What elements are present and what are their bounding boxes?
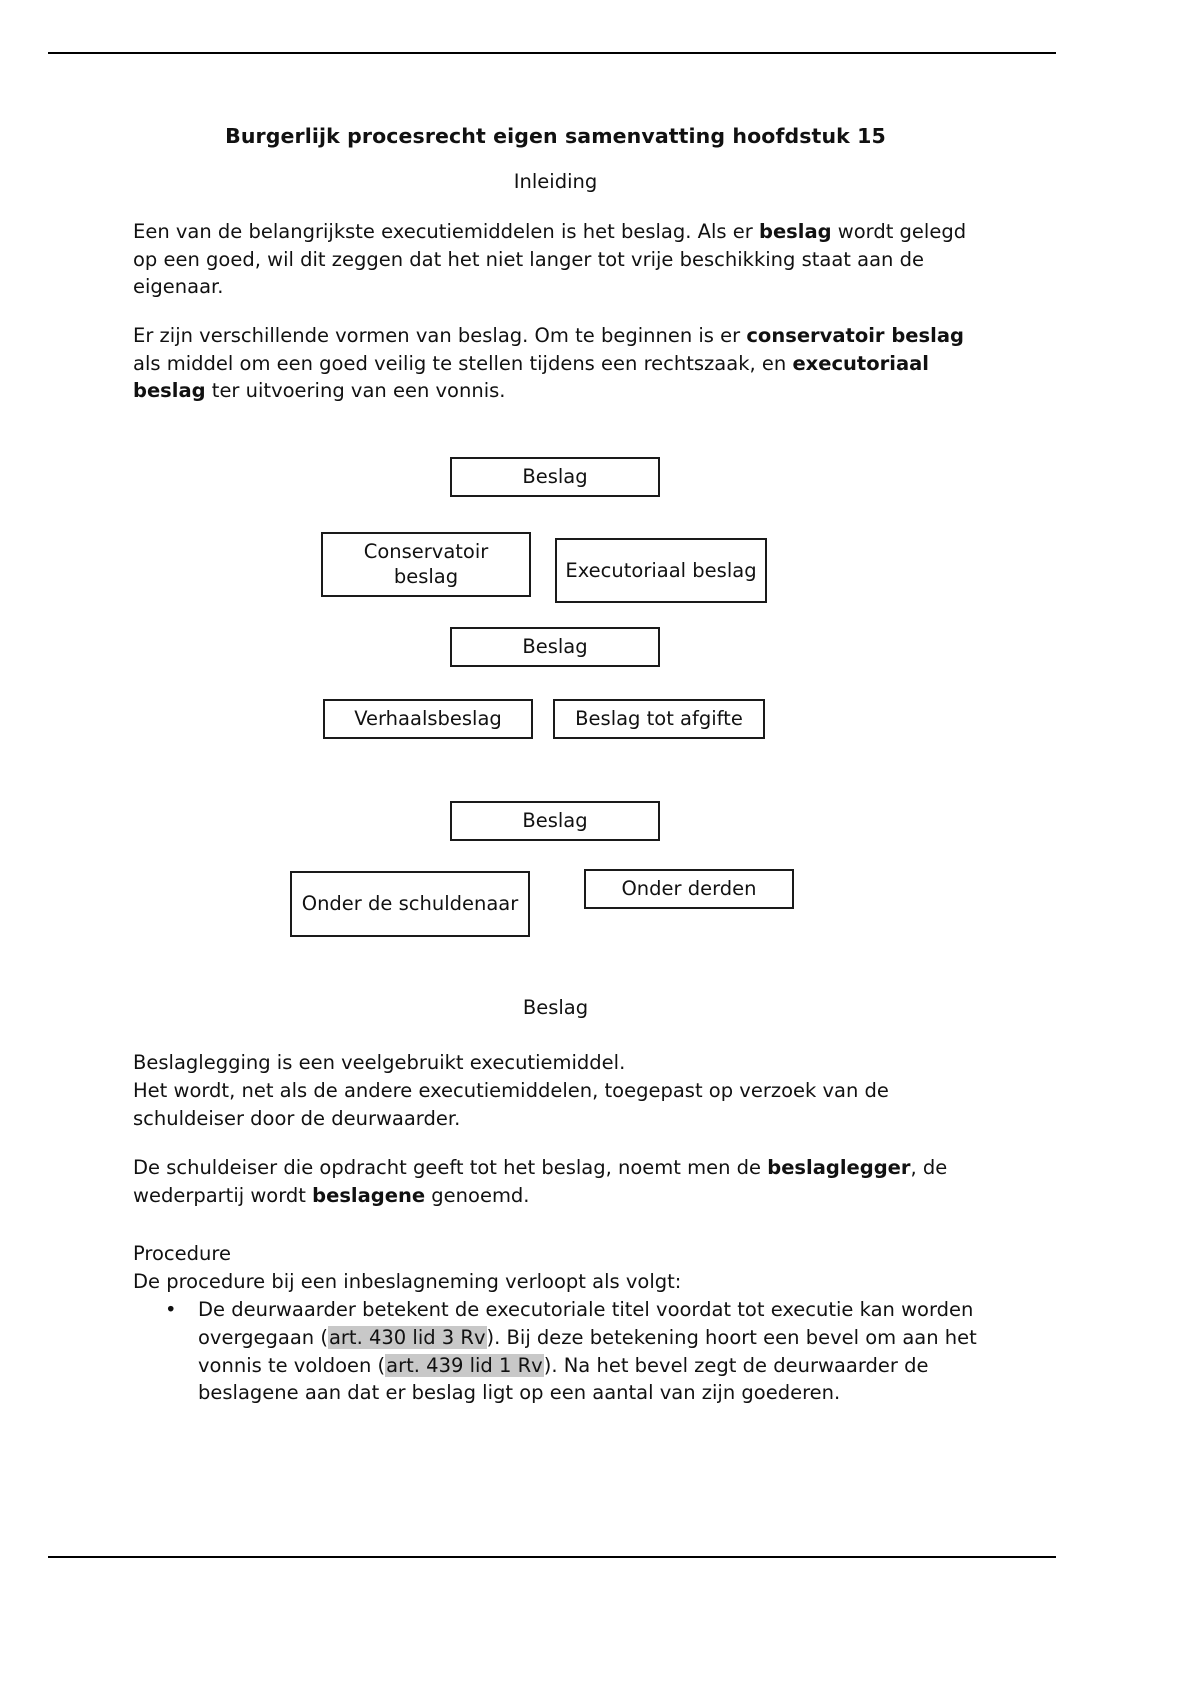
legal-reference-2: art. 439 lid 1 Rv <box>385 1353 544 1377</box>
beslag-p1-line-3: schuldeiser door de deurwaarder. <box>133 1106 461 1130</box>
beslag-p2-bold-1: beslaglegger <box>767 1156 911 1180</box>
diagram-beslag-schuldenaar-derden: Beslag Onder de schuldenaar Onder derden <box>133 801 978 938</box>
beslag-p2-text-1: De schuldeiser die opdracht geeft tot he… <box>133 1156 768 1180</box>
procedure-list: • De deurwaarder betekent de executoriale… <box>133 1296 978 1407</box>
page-title: Burgerlijk procesrecht eigen samenvattin… <box>225 124 886 148</box>
diagram-beslag-conservatoir-executoriaal: Beslag Conservatoir beslag Executoriaal … <box>133 451 978 604</box>
beslag-p1-line-2: Het wordt, net als de andere executiemid… <box>133 1079 889 1103</box>
beslag-section-heading: Beslag <box>522 996 589 1020</box>
procedure-label: Procedure <box>133 1241 231 1265</box>
diagram-2-box-verhaalsbeslag: Verhaalsbeslag <box>323 699 533 740</box>
intro-p2-text-2: als middel om een goed veilig te stellen… <box>133 351 793 375</box>
diagram-2-box-top: Beslag <box>450 627 660 668</box>
footer-rule <box>48 1556 1056 1558</box>
intro-paragraph-2: Er zijn verschillende vormen van beslag.… <box>133 322 978 405</box>
diagram-3-box-onder-de-schuldenaar: Onder de schuldenaar <box>290 871 530 938</box>
legal-reference-1: art. 430 lid 3 Rv <box>327 1325 487 1349</box>
diagram-1-box-conservatoir-beslag: Conservatoir beslag <box>321 532 531 598</box>
diagram-3-box-onder-derden: Onder derden <box>584 869 794 910</box>
diagram-3-box-top: Beslag <box>450 801 660 842</box>
beslag-paragraph-2: De schuldeiser die opdracht geeft tot he… <box>133 1154 978 1209</box>
intro-p2-text-3: ter uitvoering van een vonnis. <box>205 379 506 403</box>
diagram-1-box-top: Beslag <box>450 457 660 498</box>
procedure-item-text-1: De deurwaarder betekent de executoriale … <box>198 1298 974 1349</box>
intro-p1-text-1: Een van de belangrijkste executiemiddele… <box>133 219 759 243</box>
section-subheading: Inleiding <box>513 169 598 193</box>
intro-p2-bold-2: executoriaal beslag <box>133 351 929 403</box>
beslag-paragraph-1: Beslaglegging is een veelgebruikt execut… <box>133 1049 978 1132</box>
beslag-p2-text-3: genoemd. <box>425 1184 530 1208</box>
diagram-beslag-verhaals-afgifte: Beslag Verhaalsbeslag Beslag tot afgifte <box>133 627 978 743</box>
header-rule <box>48 52 1056 54</box>
beslag-p2-text-2: , de wederpartij wordt <box>133 1156 948 1208</box>
procedure-intro: De procedure bij een inbeslagneming verl… <box>133 1269 682 1293</box>
intro-p2-text-1: Er zijn verschillende vormen van beslag.… <box>133 324 747 348</box>
intro-p1-text-2: wordt gelegd op een goed, wil dit zeggen… <box>133 219 967 299</box>
diagram-2-box-beslag-tot-afgifte: Beslag tot afgifte <box>553 699 765 740</box>
beslag-p1-line-1: Beslaglegging is een veelgebruikt execut… <box>133 1051 626 1075</box>
beslag-p2-bold-2: beslagene <box>312 1184 426 1208</box>
bullet-icon: • <box>165 1298 177 1322</box>
document-content: Burgerlijk procesrecht eigen samenvattin… <box>133 122 978 1407</box>
procedure-item-text-2: ). Bij deze betekening hoort een bevel o… <box>198 1325 977 1377</box>
procedure-item-text-3: ). Na het bevel zegt de deurwaarder de b… <box>198 1353 929 1405</box>
intro-p2-bold-1: conservatoir beslag <box>746 324 964 348</box>
list-item: • De deurwaarder betekent de executoriale… <box>133 1296 978 1407</box>
diagram-1-box-executoriaal-beslag: Executoriaal beslag <box>555 538 767 604</box>
intro-paragraph-1: Een van de belangrijkste executiemiddele… <box>133 218 978 301</box>
intro-p1-bold-1: beslag <box>758 219 832 243</box>
